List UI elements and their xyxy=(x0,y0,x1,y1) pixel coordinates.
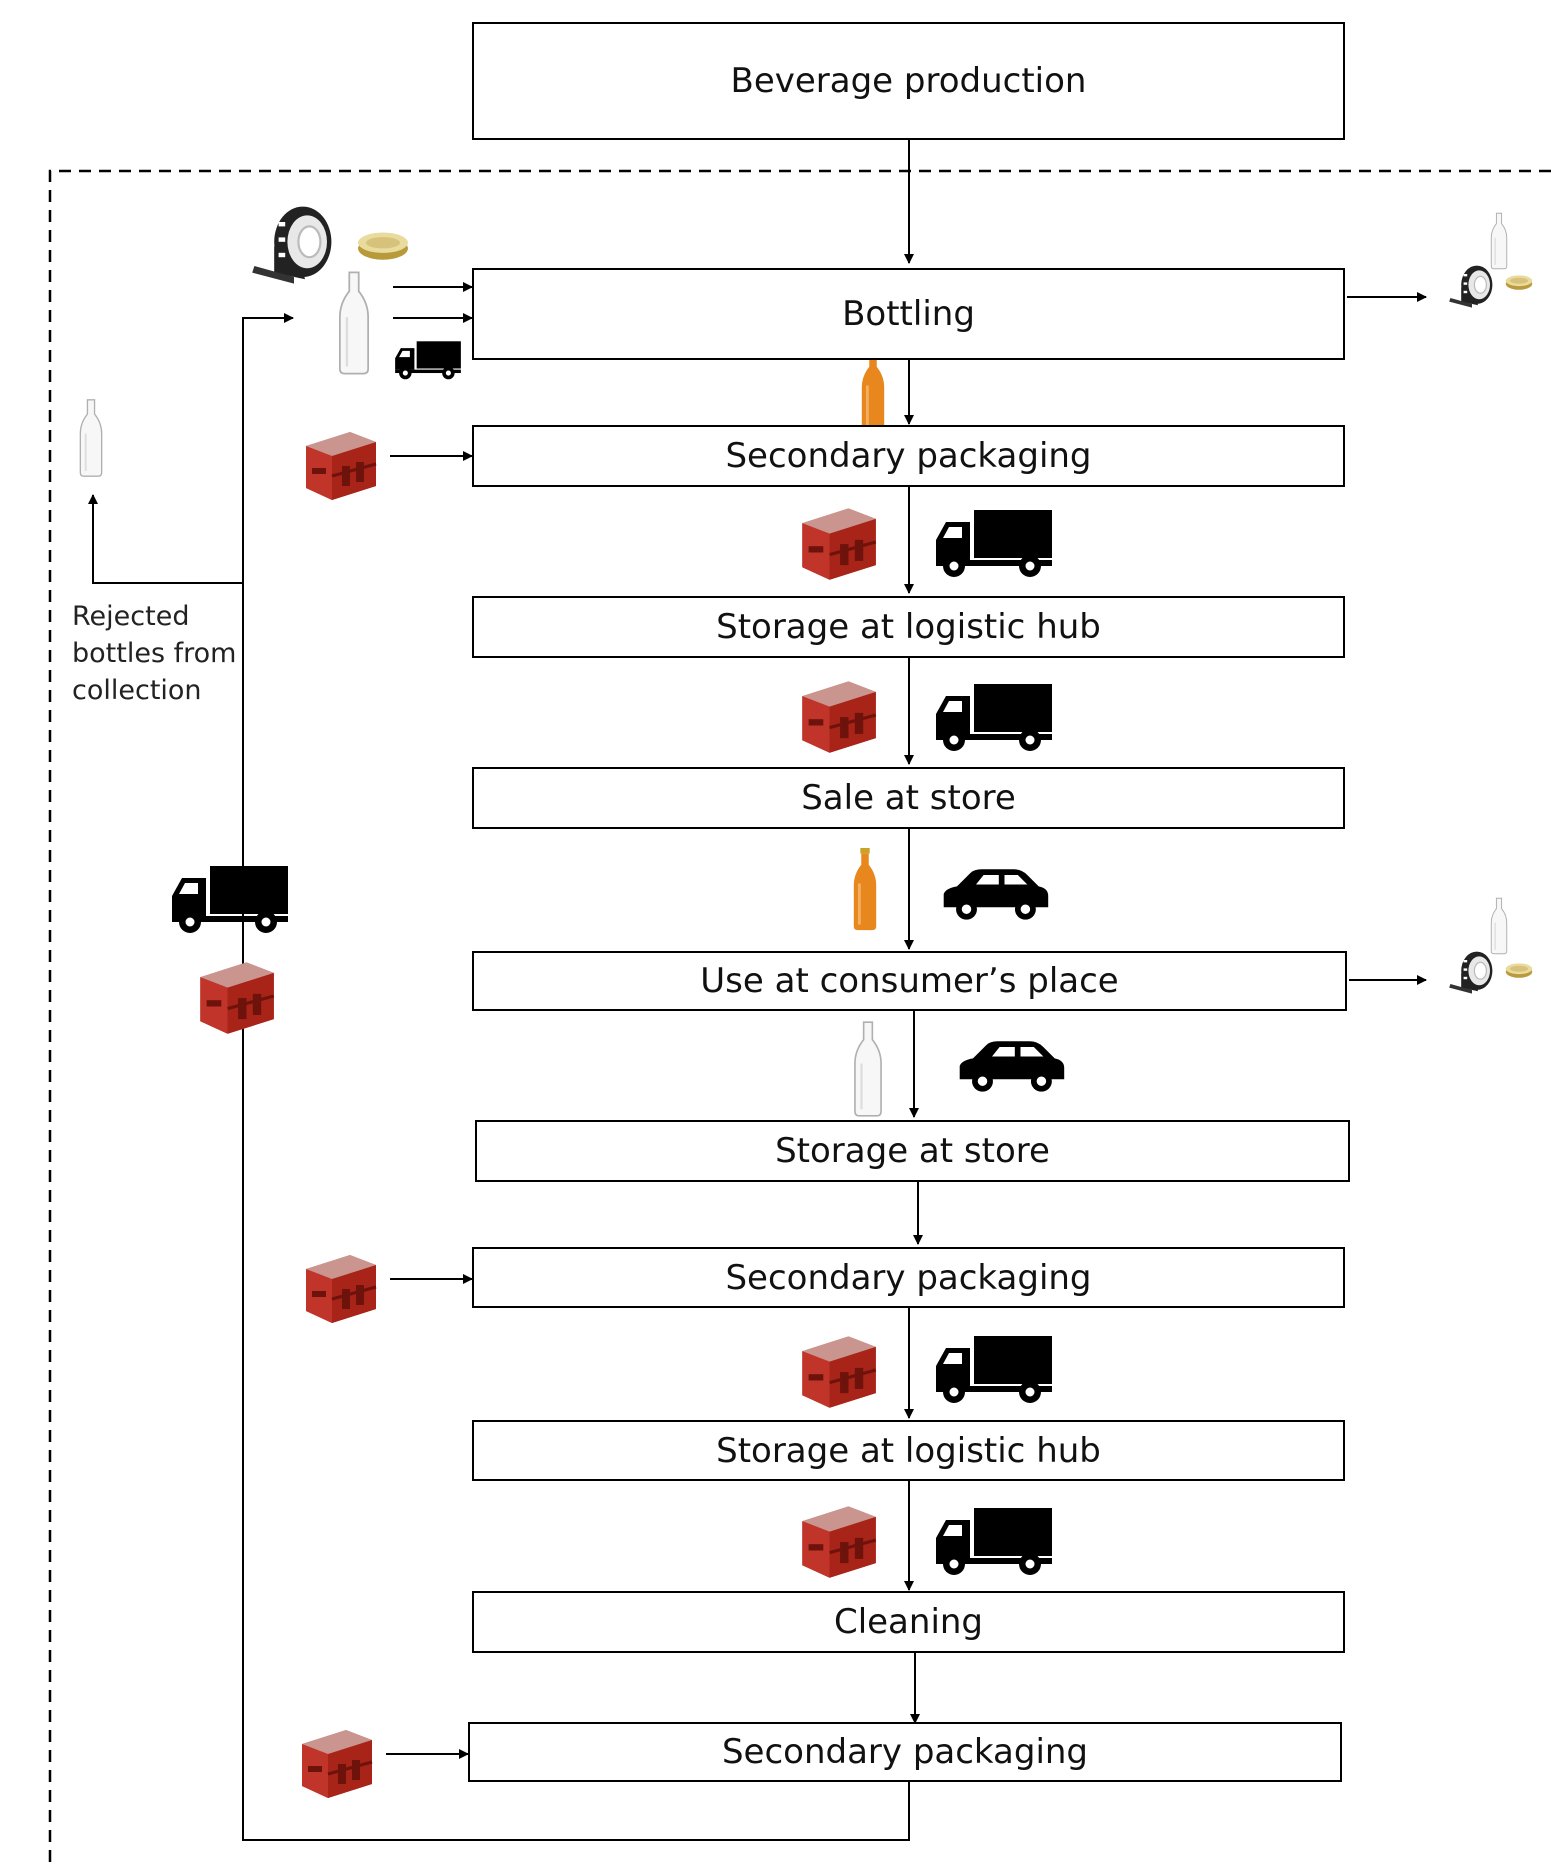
bottle-cap-icon xyxy=(1505,963,1533,978)
rejected-bottles-label: Rejected bottles from collection xyxy=(72,598,236,709)
step-secondary-packaging-1: Secondary packaging xyxy=(472,425,1345,487)
label-roll-icon xyxy=(251,205,333,285)
glass-bottle-icon xyxy=(338,271,370,375)
truck-icon xyxy=(395,341,461,380)
label-line: Rejected xyxy=(72,601,190,632)
step-label: Cleaning xyxy=(833,1602,984,1642)
crate-icon xyxy=(800,1334,878,1410)
flow-arrows xyxy=(88,140,1427,1841)
step-secondary-packaging-3: Secondary packaging xyxy=(468,1722,1342,1782)
step-label: Storage at store xyxy=(775,1131,1050,1171)
step-label: Secondary packaging xyxy=(725,436,1092,476)
label-line: bottles from xyxy=(72,638,237,669)
glass-bottle-icon xyxy=(1490,212,1508,270)
crate-icon xyxy=(198,960,276,1036)
step-sale-at-store: Sale at store xyxy=(472,767,1345,829)
system-boundary xyxy=(48,169,1551,1864)
step-bottling: Bottling xyxy=(472,268,1345,360)
car-icon xyxy=(943,869,1049,920)
crate-icon xyxy=(300,1728,374,1800)
juice-bottle-icon xyxy=(852,848,878,932)
step-cleaning: Cleaning xyxy=(472,1591,1345,1653)
step-label: Storage at logistic hub xyxy=(716,607,1101,647)
glass-bottle-icon xyxy=(853,1020,883,1118)
step-storage-logistic-hub-2: Storage at logistic hub xyxy=(472,1420,1345,1481)
crate-icon xyxy=(800,506,878,582)
step-beverage-production: Beverage production xyxy=(472,22,1345,140)
step-label: Use at consumer’s place xyxy=(700,961,1119,1001)
bottle-cap-icon xyxy=(1505,275,1533,290)
crate-icon xyxy=(800,1504,878,1580)
label-roll-icon xyxy=(1448,265,1494,309)
step-label: Secondary packaging xyxy=(725,1257,1092,1298)
crate-icon xyxy=(304,430,378,502)
bottle-cap-icon xyxy=(358,232,408,260)
step-use-at-consumer: Use at consumer’s place xyxy=(472,951,1347,1011)
glass-bottle-icon xyxy=(1490,897,1508,955)
step-label: Sale at store xyxy=(801,778,1016,818)
label-line: collection xyxy=(72,675,202,706)
crate-icon xyxy=(304,1253,378,1325)
truck-icon xyxy=(172,866,288,933)
step-label: Bottling xyxy=(842,294,975,334)
step-label: Secondary packaging xyxy=(721,1732,1089,1772)
crate-icon xyxy=(800,679,878,755)
truck-icon xyxy=(936,1508,1052,1575)
step-storage-logistic-hub-1: Storage at logistic hub xyxy=(472,596,1345,658)
step-storage-at-store: Storage at store xyxy=(475,1120,1350,1182)
step-secondary-packaging-2: Secondary packaging xyxy=(472,1247,1345,1308)
juice-bottle-icon xyxy=(860,350,886,434)
rejected-bottle-icon xyxy=(79,398,103,478)
step-label: Beverage production xyxy=(730,61,1087,101)
truck-icon xyxy=(936,684,1052,751)
step-label: Storage at logistic hub xyxy=(716,1430,1101,1471)
car-icon xyxy=(959,1041,1065,1092)
label-roll-icon xyxy=(1448,950,1494,995)
truck-icon xyxy=(936,1336,1052,1403)
truck-icon xyxy=(936,510,1052,577)
